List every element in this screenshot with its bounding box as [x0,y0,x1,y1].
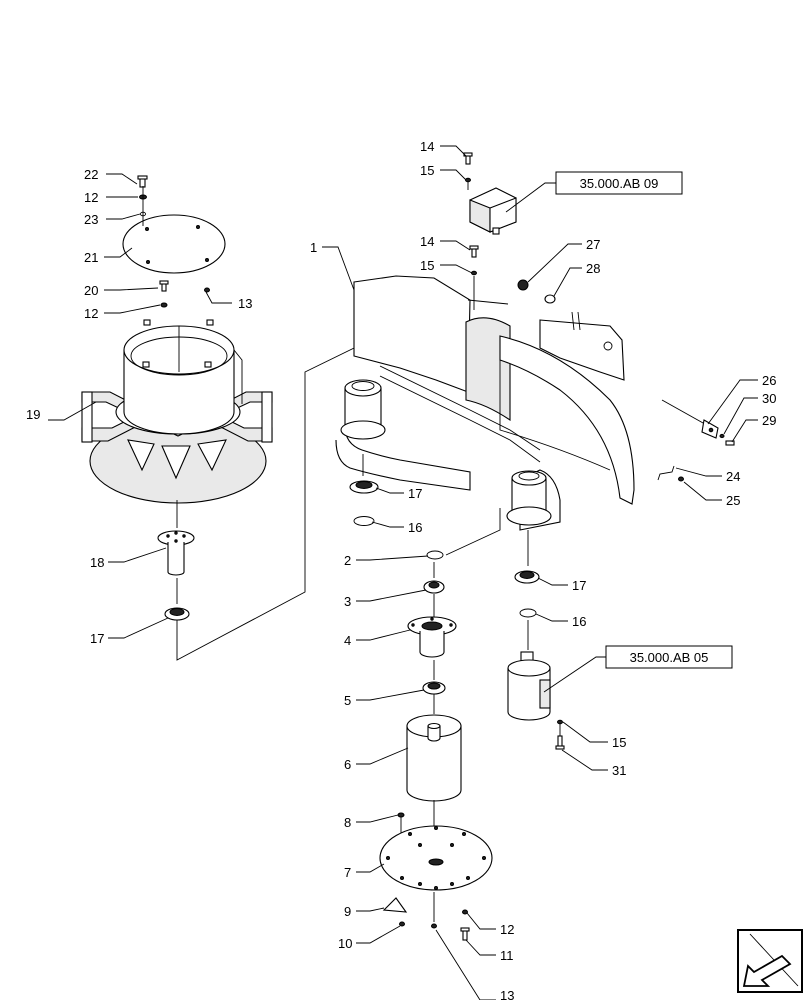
hydraulic-motor [507,651,551,721]
callout-20: 20 [84,283,98,298]
reference-box-top: 35.000.AB 09 [505,171,683,213]
reference-box-right: 35.000.AB 05 [543,645,733,693]
callout-13: 13 [238,296,252,311]
spinner-19 [81,319,273,504]
nut-10 [399,921,405,927]
callout-30: 30 [762,391,776,406]
bolt-29 [725,440,735,446]
left-spout [335,379,471,491]
washer-28 [544,294,556,304]
callout-14: 14 [420,234,434,249]
motor-box-top [469,187,517,235]
callout-4: 4 [344,633,351,648]
callout-24: 24 [726,469,740,484]
bearing-5 [422,681,446,695]
base-plate-7 [379,825,493,891]
callout-15: 15 [420,163,434,178]
bearing-17-upper [349,480,379,494]
nut-27 [517,279,529,291]
left-assembly [81,175,439,661]
callout-31: 31 [612,763,626,778]
page-corner-arrow-icon[interactable] [737,929,803,993]
clip-24 [657,465,675,481]
flange-hub-4 [407,616,457,658]
bolt-22 [137,175,148,188]
leader-lines [48,145,758,1000]
callout-12: 12 [500,922,514,937]
circlip-2 [426,550,444,560]
cover-disc-21 [122,214,226,274]
rod-26 [661,399,719,439]
nut-30 [719,433,725,439]
main-frame-1 [335,275,635,531]
bearing-17-right [514,570,540,584]
callout-13: 13 [500,988,514,1000]
callout-15: 15 [420,258,434,273]
washer-15-top [465,177,471,183]
callout-17: 17 [408,486,422,501]
bearing-17-left [164,607,190,621]
bolt-11 [460,927,470,941]
bearing-3 [423,580,445,594]
callout-15: 15 [612,735,626,750]
callout-27: 27 [586,237,600,252]
reference-right-text: 35.000.AB 05 [630,650,709,665]
callout-19: 19 [26,407,40,422]
center-stack [349,454,493,941]
callout-23: 23 [84,212,98,227]
callout-1: 1 [310,240,317,255]
top-motor-group [463,152,735,482]
bolt-14-mid [469,245,479,258]
housing-6 [406,714,462,802]
callout-11: 11 [500,948,514,963]
hub-shaft-18 [157,530,195,576]
callout-22: 22 [84,167,98,182]
washer-15-mid [471,270,477,276]
callout-25: 25 [726,493,740,508]
callout-14: 14 [420,139,434,154]
callout-18: 18 [90,555,104,570]
alignment-line-left [176,306,439,661]
bolt-14-top [463,152,473,165]
callout-17: 17 [90,631,104,646]
nut-13-bottom [431,923,437,929]
callout-2: 2 [344,553,351,568]
callout-16: 16 [572,614,586,629]
callout-12: 12 [84,190,98,205]
washer-15-right [557,719,563,725]
circlip-16-upper [353,516,375,526]
callout-26: 26 [762,373,776,388]
bracket-9 [382,897,408,913]
washer-12-mid [160,302,168,308]
right-stack [507,530,565,750]
callout-21: 21 [84,250,98,265]
circlip-16-right [519,608,537,618]
callout-16: 16 [408,520,422,535]
callout-12: 12 [84,306,98,321]
reference-top-text: 35.000.AB 09 [580,176,659,191]
washer-12-bottom [462,909,468,915]
nut-25 [678,476,684,482]
callout-5: 5 [344,693,351,708]
nut-13 [204,287,210,293]
right-spout [506,469,561,531]
callout-3: 3 [344,594,351,609]
bolt-31 [555,735,565,750]
alignment-line-center [445,508,501,556]
callout-10: 10 [338,936,352,951]
callout-17: 17 [572,578,586,593]
callout-6: 6 [344,757,351,772]
callout-29: 29 [762,413,776,428]
bolt-20 [159,280,169,292]
callout-labels: 22 12 23 21 20 12 13 19 18 17 14 15 14 1… [26,139,776,1000]
callout-9: 9 [344,904,351,919]
callout-28: 28 [586,261,600,276]
callout-7: 7 [344,865,351,880]
callout-8: 8 [344,815,351,830]
